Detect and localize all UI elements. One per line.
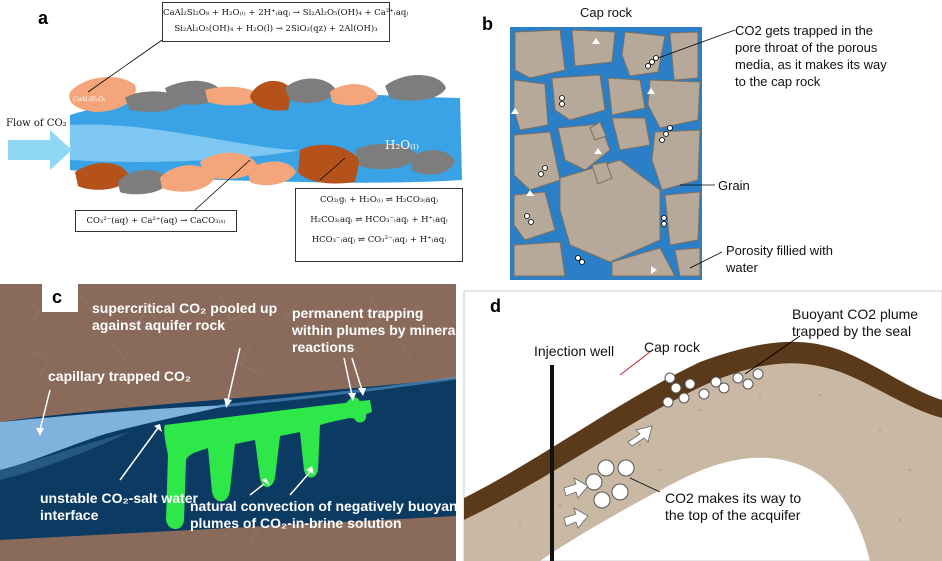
panel-c-label: c — [52, 287, 63, 307]
porosity-label: Porosity fillied with water — [726, 242, 833, 276]
text-line: interface — [40, 507, 99, 523]
text-line: plumes of CO₂-in-brine solution — [190, 515, 402, 531]
equation-line: CO₂₍g₎ + H₂O₍ₗ₎ ⇌ H₂CO₃₍aq₎ — [320, 195, 438, 205]
unstable-label: unstable CO₂-salt water interface — [40, 490, 198, 524]
buoyant-label: Buoyant CO2 plume trapped by the seal — [792, 306, 918, 340]
text-line: trapped by the seal — [792, 323, 912, 339]
equation-line: CaAl₂Si₂O₈ + H₂O₍ₗ₎ + 2H⁺₍aq₎ → Si₂Al₂O₅… — [163, 8, 409, 18]
mineral-reaction-box: CaAl₂Si₂O₈ + H₂O₍ₗ₎ + 2H⁺₍aq₎ → Si₂Al₂O₅… — [162, 2, 409, 42]
text-line: Buoyant CO2 plume — [792, 306, 919, 322]
cap-rock-label: Cap rock — [580, 5, 633, 20]
capillary-label: capillary trapped CO₂ — [48, 368, 192, 384]
injection-well-label: Injection well — [534, 343, 615, 359]
permanent-label: permanent trapping within plumes by mine… — [292, 305, 459, 356]
panel-a-label: a — [38, 8, 49, 28]
convection-label: natural convection of negatively buoyant… — [190, 498, 462, 532]
equation-line: H₂CO₃₍aq₎ ⇌ HCO₃⁻₍aq₎ + H⁺₍aq₎ — [310, 215, 448, 225]
water-label: H₂O₍ₗ₎ — [385, 138, 419, 152]
text-line: Porosity fillied with — [726, 243, 833, 258]
grain-label: Grain — [718, 178, 750, 193]
makes-way-label: CO2 makes its way to the top of the acqu… — [665, 490, 801, 524]
equation-line: Si₂Al₂O₅(OH)₄ + H₂O(l) → 2SiO₂(qz) + 2Al… — [174, 24, 378, 34]
text-line: against aquifer rock — [92, 317, 226, 333]
text-line: CO2 gets trapped in the — [735, 23, 874, 38]
equation-line: CO₃²⁻(aq) + Ca²⁺(aq) → CaCO₃₍ₛ₎ — [86, 216, 226, 226]
panel-a-diagram — [8, 37, 462, 211]
equation-line: HCO₃⁻₍aq₎ ⇌ CO₃²⁻₍aq₎ + H⁺₍aq₎ — [311, 235, 447, 245]
text-line: to the cap rock — [735, 74, 821, 89]
cap-rock-label-d: Cap rock — [644, 339, 701, 355]
carbonate-box: CO₃²⁻(aq) + Ca²⁺(aq) → CaCO₃₍ₛ₎ — [75, 210, 237, 232]
text-line: water — [726, 260, 758, 275]
flow-label: Flow of CO₂ — [6, 118, 67, 129]
text-line: unstable CO₂-salt water — [40, 490, 198, 506]
text-line: supercritical CO₂ pooled up — [92, 300, 278, 316]
text-line: permanent trapping — [292, 305, 424, 321]
text-line: natural convection of negatively buoyant — [190, 498, 463, 514]
text-line: CO2 makes its way to — [665, 490, 802, 506]
text-line: pore throat of the porous — [735, 40, 878, 55]
text-line: within plumes by mineral — [292, 322, 460, 338]
mineral-label: CaAl₂Si₂O₈ — [73, 96, 106, 103]
text-line: reactions — [292, 339, 355, 355]
panel-d-label: d — [490, 296, 501, 316]
panel-b-label: b — [482, 14, 493, 34]
text-line: media, as it makes its way — [735, 57, 887, 72]
text-line: the top of the acquifer — [665, 507, 801, 523]
supercritical-label: supercritical CO₂ pooled up against aqui… — [92, 300, 277, 334]
acid-reaction-box: CO₂₍g₎ + H₂O₍ₗ₎ ⇌ H₂CO₃₍aq₎ H₂CO₃₍aq₎ ⇌ … — [295, 188, 463, 262]
trapped-label: CO2 gets trapped in the pore throat of t… — [735, 22, 887, 90]
